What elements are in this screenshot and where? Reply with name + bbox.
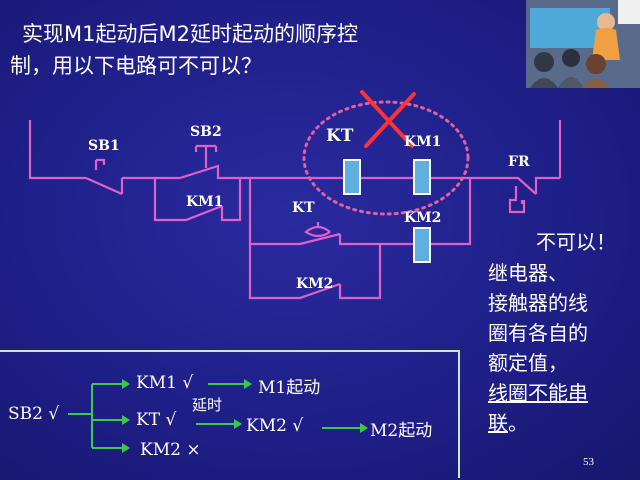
seq-kt: KT √ <box>136 410 177 430</box>
km1-coil-symbol <box>413 159 431 195</box>
km1-coil-label: KM1 <box>404 134 442 150</box>
explanation-line-5: 线圈不能串 <box>488 381 588 405</box>
km2-coil-symbol <box>413 227 431 263</box>
explanation-line-3: 圈有各自的 <box>488 321 588 345</box>
seq-delay: 延时 <box>192 396 223 414</box>
explanation-line-1: 继电器、 <box>488 261 568 285</box>
page-number: 53 <box>583 456 594 468</box>
seq-m2: M2起动 <box>370 421 433 441</box>
question-line-1: 实现M1起动后M2延时起动的顺序控 <box>22 22 358 46</box>
explanation-underlined-end: 联 <box>488 411 508 435</box>
sequence-arrows <box>68 383 362 449</box>
kt-coil-label: KT <box>326 126 354 146</box>
km2-coil-label: KM2 <box>404 210 442 226</box>
series-coil-ellipse <box>302 100 470 216</box>
seq-km1: KM1 √ <box>136 373 194 393</box>
sb1-label: SB1 <box>88 138 120 154</box>
seq-m1: M1起动 <box>258 378 321 398</box>
sb2-label: SB2 <box>190 124 222 140</box>
verdict-text: 不可以！ <box>536 230 616 254</box>
explanation-line-2: 接触器的线 <box>488 291 588 315</box>
classroom-photo <box>526 0 640 88</box>
question-line-2: 制，用以下电路可不可以？ <box>10 54 262 78</box>
kt-coil-symbol <box>343 159 361 195</box>
red-cross-icon <box>360 90 416 148</box>
kt-contact-label: KT <box>292 200 315 216</box>
sequence-box <box>0 350 460 478</box>
km1-contact-label: KM1 <box>186 194 224 210</box>
km2-contact-label: KM2 <box>296 276 334 292</box>
fr-label: FR <box>508 154 530 170</box>
arrow-heads <box>122 379 368 453</box>
seq-km2-ok: KM2 √ <box>246 416 304 436</box>
seq-km2-x: KM2 × <box>140 440 201 460</box>
explanation-period: 。 <box>508 411 528 435</box>
explanation-line-6: 联。 <box>488 408 528 438</box>
explanation-line-4: 额定值， <box>488 351 568 375</box>
wiring <box>28 120 562 300</box>
seq-start: SB2 √ <box>8 404 60 424</box>
